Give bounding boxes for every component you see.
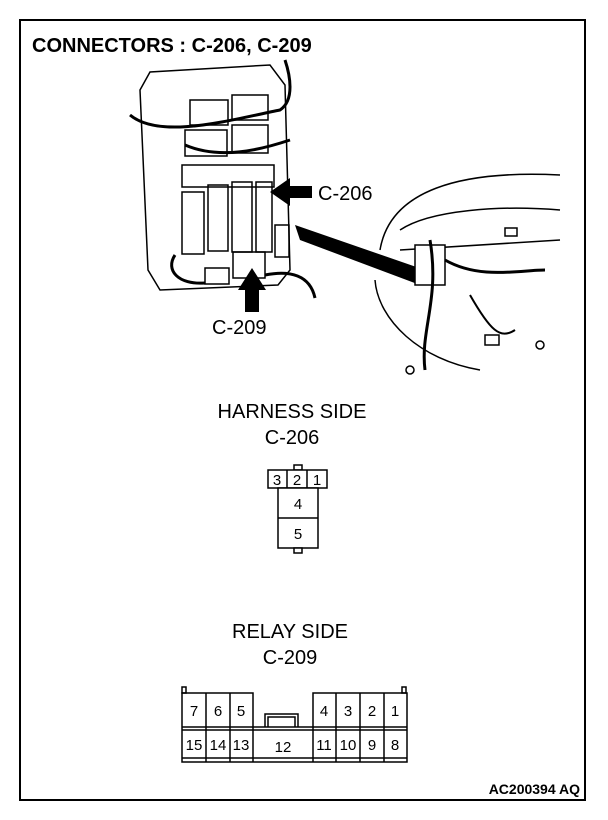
c209-pin-5: 5 [237, 703, 245, 720]
c206-pin-2: 2 [293, 472, 301, 489]
diagram-title: CONNECTORS : C-206, C-209 [32, 35, 312, 57]
c209-pin-7: 7 [190, 703, 198, 720]
relay-connector-label: C-209 [263, 647, 317, 669]
c209-pin-6: 6 [214, 703, 222, 720]
harness-side-heading: HARNESS SIDE [218, 401, 367, 423]
location-pointer [295, 225, 425, 285]
c206-pin-1: 1 [313, 472, 321, 489]
c206-callout: C-206 [318, 183, 372, 205]
c209-pin-11: 11 [316, 737, 332, 754]
c209-pin-10: 10 [340, 737, 357, 754]
c209-pin-14: 14 [210, 737, 227, 754]
c209-pin-12: 12 [275, 739, 292, 756]
c209-callout: C-209 [212, 317, 266, 339]
c209-pin-8: 8 [391, 737, 399, 754]
c206-arrow-icon [270, 178, 312, 206]
junction-block-illustration [129, 59, 317, 299]
relay-side-heading: RELAY SIDE [232, 621, 348, 643]
c209-pin-9: 9 [368, 737, 376, 754]
c209-pin-4: 4 [320, 703, 328, 720]
c209-pin-13: 13 [233, 737, 250, 754]
c206-pin-4: 4 [294, 496, 302, 513]
c209-pin-2: 2 [368, 703, 376, 720]
c206-pin-5: 5 [294, 526, 302, 543]
c209-pin-15: 15 [186, 737, 203, 754]
c209-pin-1: 1 [391, 703, 399, 720]
c206-pin-3: 3 [273, 472, 281, 489]
figure-id: AC200394 AQ [489, 781, 580, 797]
frame [19, 19, 586, 801]
instrument-panel-illustration [374, 173, 561, 375]
c206-connector-face [267, 464, 328, 554]
c209-connector-face [181, 686, 408, 763]
c209-pin-3: 3 [344, 703, 352, 720]
harness-connector-label: C-206 [265, 427, 319, 449]
c209-arrow-icon [238, 268, 266, 312]
